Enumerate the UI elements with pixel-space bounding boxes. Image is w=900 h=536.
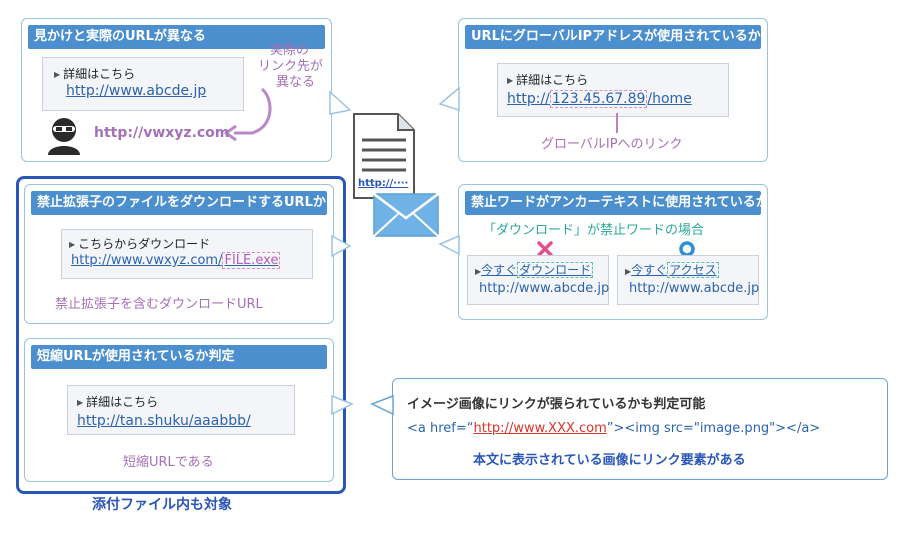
ok-word: アクセス xyxy=(667,262,719,278)
ng-example-box xyxy=(467,255,609,305)
panel-title: URLにグローバルIPアドレスが使用されているか xyxy=(465,25,761,49)
ng-cross-icon xyxy=(537,241,553,257)
ext-caption: 禁止拡張子を含むダウンロードURL xyxy=(55,297,263,312)
image-link-line3: 本文に表示されている画像にリンク要素がある xyxy=(473,453,746,468)
image-link-code: <a href=“http://www.XXX.com”><img src="i… xyxy=(407,421,820,436)
link-label: 詳細はこちら xyxy=(507,71,588,88)
forbidden-word-subtitle: 「ダウンロード」が禁止ワードの場合 xyxy=(483,223,705,238)
ok-prefix: 今すぐ xyxy=(631,263,668,277)
ip-caption: グローバルIPへのリンク xyxy=(541,137,683,152)
note-line-2: リンク先が xyxy=(258,59,324,74)
panel-forbidden-word: 禁止ワードがアンカーテキストに使用されているか 「ダウンロード」が禁止ワードの場… xyxy=(458,184,768,320)
ng-url[interactable]: http://www.abcde.jp xyxy=(479,281,610,296)
download-link-file: FILE.exe xyxy=(222,252,281,269)
panel-url-mismatch: 見かけと実際のURLが異なる 詳細はこちら http://www.abcde.j… xyxy=(21,18,332,162)
panel-title: 見かけと実際のURLが異なる xyxy=(28,25,325,49)
code-rest: ”><img src="image.png"></a> xyxy=(606,421,821,436)
ok-url[interactable]: http://www.abcde.jp xyxy=(629,281,760,296)
attachment-caption: 添付ファイル内も対象 xyxy=(92,497,232,513)
link-label: 詳細はこちら xyxy=(54,65,135,82)
note-line-1: 実際の xyxy=(270,43,310,58)
attachment-scope-border xyxy=(16,176,346,494)
ip-link[interactable]: http://123.45.67.89/home xyxy=(507,90,692,108)
download-link[interactable]: http://www.vwxyz.com/FILE.exe xyxy=(71,252,281,269)
actual-url: http://vwxyz.com xyxy=(94,125,230,141)
panel-short-url: 短縮URLが使用されているか判定 詳細はこちら http://tan.shuku… xyxy=(24,338,334,482)
doc-link-text: http://···· xyxy=(358,178,409,189)
ip-link-suffix: /home xyxy=(647,91,692,107)
image-link-line1: イメージ画像にリンクが張られているかも判定可能 xyxy=(407,397,706,412)
ip-link-address: 123.45.67.89 xyxy=(549,90,648,108)
link-label: こちらからダウンロード xyxy=(69,235,210,252)
document-icon xyxy=(353,113,415,199)
code-url[interactable]: http://www.XXX.com xyxy=(473,421,607,436)
ng-anchor-text[interactable]: ▶今すぐダウンロード xyxy=(475,261,594,278)
code-open: <a href=“ xyxy=(407,421,474,436)
panel-title: 短縮URLが使用されているか判定 xyxy=(31,345,327,369)
redirect-arrow-icon xyxy=(224,87,272,142)
bullet-icon: ▶ xyxy=(625,267,632,276)
panel-global-ip: URLにグローバルIPアドレスが使用されているか 詳細はこちら http://1… xyxy=(458,18,768,162)
ip-link-prefix: http:// xyxy=(507,91,550,107)
link-label: 詳細はこちら xyxy=(77,393,158,410)
envelope-icon xyxy=(373,193,439,237)
panel-image-link: イメージ画像にリンクが張られているかも判定可能 <a href=“http://… xyxy=(392,378,888,480)
short-url-caption: 短縮URLである xyxy=(123,455,214,470)
panel-title: 禁止ワードがアンカーテキストに使用されているか xyxy=(465,191,761,215)
displayed-link[interactable]: http://www.abcde.jp xyxy=(66,83,207,99)
short-link[interactable]: http://tan.shuku/aaabbb/ xyxy=(77,413,251,429)
ok-anchor-text[interactable]: ▶今すぐアクセス xyxy=(625,261,719,278)
note-line-3: 異なる xyxy=(276,75,316,90)
ok-example-box xyxy=(617,255,759,305)
ng-prefix: 今すぐ xyxy=(481,263,518,277)
pointer-line xyxy=(616,113,618,133)
masked-person-icon xyxy=(48,118,80,155)
download-link-prefix: http://www.vwxyz.com/ xyxy=(71,253,223,268)
ng-word: ダウンロード xyxy=(517,262,594,278)
bullet-icon: ▶ xyxy=(475,267,482,276)
panel-title: 禁止拡張子のファイルをダウンロードするURLか xyxy=(31,191,327,215)
